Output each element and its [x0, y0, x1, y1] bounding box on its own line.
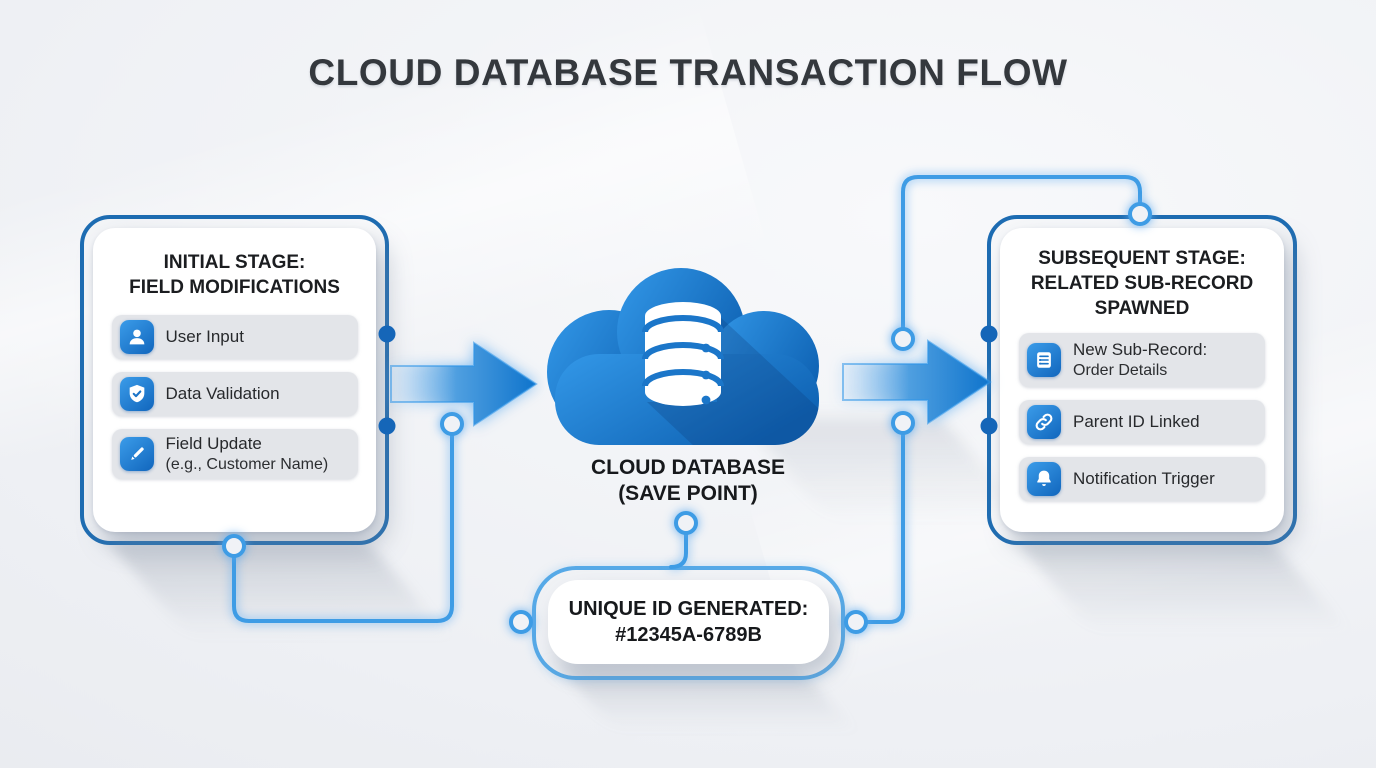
- bell-icon: [1027, 462, 1061, 497]
- connector-node-icon: [674, 511, 698, 535]
- item-label: Notification Trigger: [1073, 468, 1215, 488]
- cloud-database-icon: [545, 262, 831, 447]
- unique-id-badge: UNIQUE ID GENERATED: #12345A-6789B: [532, 566, 845, 680]
- cloud-label-line1: CLOUD DATABASE: [590, 456, 786, 479]
- link-icon: [1027, 405, 1061, 440]
- shield-check-icon: [119, 377, 154, 412]
- initial-stage-title-line1: INITIAL STAGE:: [163, 252, 306, 273]
- page-title: CLOUD DATABASE TRANSACTION FLOW: [308, 52, 1068, 93]
- connector-pill-top-stub: [669, 532, 688, 569]
- initial-stage-card: INITIAL STAGE: FIELD MODIFICATIONS User …: [93, 228, 376, 532]
- flow-arrow-cloud-to-right: [842, 336, 992, 433]
- subsequent-stage-title: SUBSEQUENT STAGE: RELATED SUB-RECORD SPA…: [1000, 246, 1284, 321]
- document-icon: [1027, 343, 1061, 378]
- unique-id-card: UNIQUE ID GENERATED: #12345A-6789B: [548, 580, 829, 664]
- item-label: Data Validation: [165, 383, 280, 403]
- flow-arrow-left-to-cloud: [390, 338, 538, 435]
- pencil-icon: [119, 437, 154, 472]
- subsequent-stage-card: SUBSEQUENT STAGE: RELATED SUB-RECORD SPA…: [1000, 228, 1284, 532]
- item-label-line1: New Sub-Record:: [1073, 340, 1208, 360]
- subsequent-stage-title-line2: RELATED SUB-RECORD: [1030, 273, 1254, 295]
- connector-pill-right: [865, 433, 905, 624]
- subsequent-stage-items: New Sub-Record: Order Details Parent ID …: [1000, 333, 1284, 502]
- user-icon: [119, 320, 154, 355]
- list-item-field-update: Field Update (e.g., Customer Name): [111, 429, 358, 480]
- item-label: Parent ID Linked: [1073, 411, 1200, 431]
- list-item-notification: Notification Trigger: [1019, 457, 1265, 502]
- connector-node-icon: [509, 610, 533, 634]
- item-label: Field Update (e.g., Customer Name): [166, 434, 329, 474]
- item-label-line1: Field Update: [165, 434, 262, 454]
- item-label: User Input: [165, 326, 244, 346]
- list-item-parent-id: Parent ID Linked: [1019, 400, 1265, 445]
- connector-node-icon: [844, 610, 868, 634]
- initial-stage-title: INITIAL STAGE: FIELD MODIFICATIONS: [93, 250, 376, 300]
- subsequent-stage-title-line1: SUBSEQUENT STAGE:: [1038, 248, 1246, 269]
- cloud-database-label: CLOUD DATABASE (SAVE POINT): [530, 455, 846, 508]
- list-item-user-input: User Input: [111, 315, 358, 360]
- initial-stage-box: INITIAL STAGE: FIELD MODIFICATIONS User …: [80, 215, 389, 545]
- database-icon: [642, 302, 724, 406]
- left-box-long-shadow: [108, 542, 461, 652]
- cloud-label-line2: (SAVE POINT): [618, 482, 758, 506]
- right-box-long-shadow: [1015, 540, 1359, 645]
- unique-id-label: UNIQUE ID GENERATED:: [568, 597, 809, 620]
- item-label-line2: Order Details: [1073, 361, 1168, 379]
- list-item-data-validation: Data Validation: [111, 372, 358, 417]
- subsequent-stage-title-line3: SPAWNED: [1094, 298, 1190, 320]
- item-label-line2: (e.g., Customer Name): [165, 455, 329, 473]
- item-label: New Sub-Record: Order Details: [1073, 340, 1207, 380]
- initial-stage-title-line2: FIELD MODIFICATIONS: [129, 277, 340, 299]
- subsequent-stage-box: SUBSEQUENT STAGE: RELATED SUB-RECORD SPA…: [987, 215, 1297, 545]
- initial-stage-items: User Input Data Validation: [93, 315, 376, 480]
- list-item-new-sub-record: New Sub-Record: Order Details: [1019, 333, 1265, 388]
- unique-id-value: #12345A-6789B: [615, 624, 762, 646]
